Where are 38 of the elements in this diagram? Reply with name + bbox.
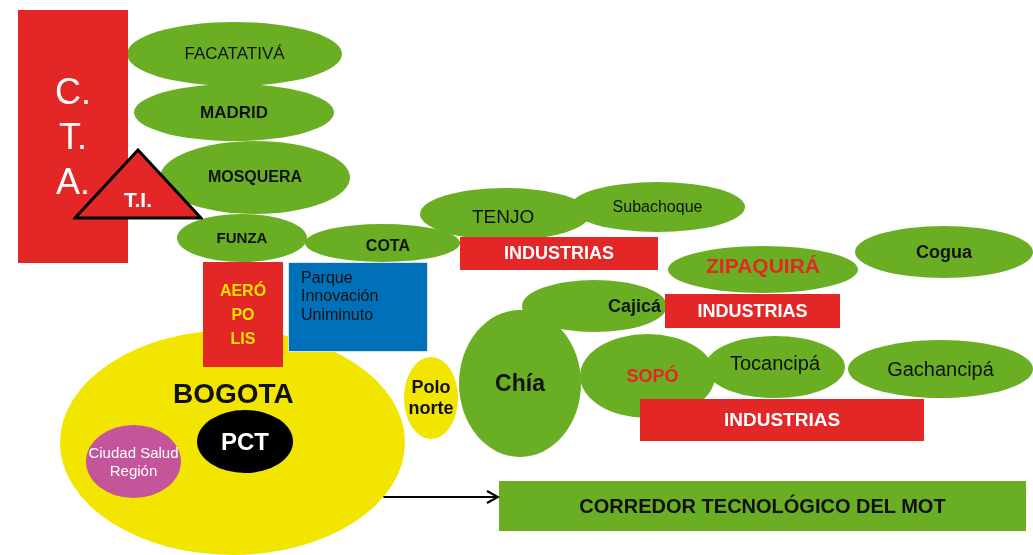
corridor-title: CORREDOR TECNOLÓGICO DEL MOT: [579, 494, 946, 518]
label-bar: [640, 399, 924, 441]
area-label: AERÓ PO LIS: [219, 280, 267, 349]
label-bar: [499, 481, 1026, 531]
acronym-text: C. T. A.: [55, 70, 91, 204]
city-name: BOGOTA: [173, 378, 294, 411]
town-name: Tocancipá: [729, 351, 821, 375]
town-name: Cajicá: [607, 295, 661, 317]
info-panel: [288, 262, 428, 352]
area-label: Ciudad Salud Región: [87, 444, 180, 479]
town-ellipse: [668, 246, 858, 293]
town-name: Cogua: [916, 241, 972, 263]
town-ellipse: [855, 226, 1033, 278]
label-bar: [460, 237, 658, 270]
town-name: Gachancipá: [887, 357, 994, 381]
town-name: ZIPAQUIRÁ: [706, 254, 820, 279]
triangle-label: T.I.: [124, 187, 152, 213]
town-ellipse: [848, 340, 1033, 398]
town-name: TENJO: [472, 206, 535, 228]
area-label: Polo norte: [408, 377, 454, 419]
park-label: PCT: [221, 427, 269, 456]
town-name: MADRID: [200, 102, 268, 123]
town-name: COTA: [365, 236, 410, 256]
industry-label: INDUSTRIAS: [723, 409, 841, 431]
label-bar: [665, 294, 840, 328]
town-name: FACATATIVÁ: [184, 44, 285, 64]
town-ellipse: [305, 224, 460, 262]
town-name: Chía: [495, 370, 545, 397]
town-name: MOSQUERA: [207, 168, 303, 187]
park-label: Parque Innovación Uniminuto: [301, 269, 379, 325]
industry-label: INDUSTRIAS: [504, 243, 614, 264]
town-name: FUNZA: [216, 229, 268, 247]
town-name: SOPÓ: [626, 365, 679, 387]
industry-label: INDUSTRIAS: [697, 300, 808, 322]
town-ellipse: [522, 280, 667, 332]
town-name: Subachoque: [612, 197, 703, 217]
label-panel: [203, 262, 283, 367]
arrow: [382, 490, 499, 504]
